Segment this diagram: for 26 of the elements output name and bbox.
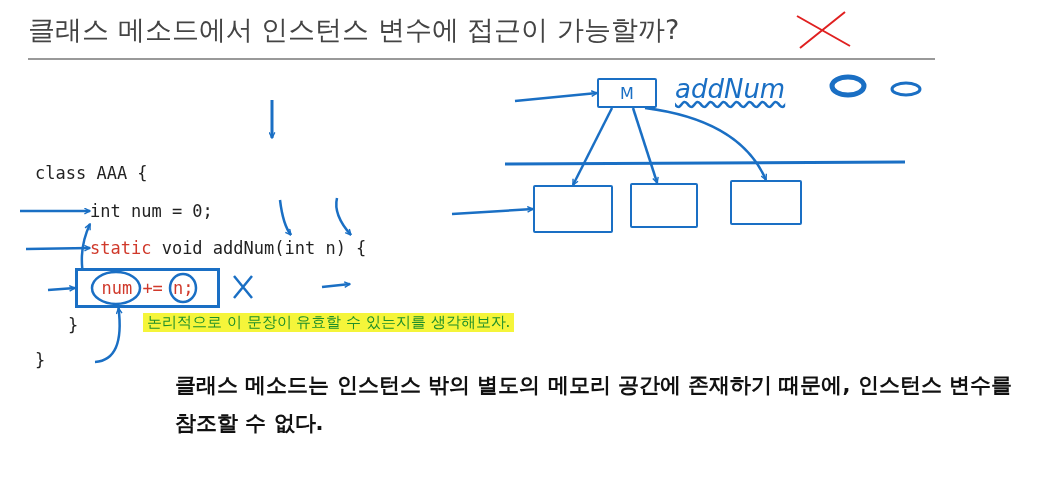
code-line: }	[68, 314, 79, 337]
slide-title: 클래스 메소드에서 인스턴스 변수에 접근이 가능할까?	[28, 13, 680, 47]
handwritten-note: addNum	[675, 74, 786, 104]
code-line: static void addNum(int n) {	[90, 235, 390, 261]
arrow	[47, 284, 76, 292]
code-line: }	[35, 349, 46, 372]
arrow	[335, 197, 352, 236]
code-line: int num = 0;	[90, 198, 225, 224]
arrow	[571, 107, 614, 186]
arrow	[644, 106, 768, 181]
arrow	[451, 205, 534, 216]
code-line: class AAA {	[35, 162, 148, 185]
arrow	[631, 107, 659, 184]
instance-box	[730, 180, 802, 225]
arrow	[20, 207, 91, 215]
arrow	[80, 223, 92, 269]
arrow	[94, 307, 123, 364]
highlighted-note: 논리적으로 이 문장이 유효할 수 있는지를 생각해보자.	[143, 313, 515, 332]
statement-box: num += n;	[75, 268, 220, 308]
instance-box	[630, 183, 698, 228]
arrow	[278, 199, 293, 236]
instance-box	[533, 185, 613, 233]
arrow	[514, 90, 598, 103]
explanation-text: 클래스 메소드는 인스턴스 밖의 별도의 메모리 공간에 존재하기 때문에, 인스턴스 변수를 참조할 수 없다.	[175, 372, 1014, 437]
method-box: M	[597, 78, 657, 108]
arrow	[25, 244, 91, 252]
